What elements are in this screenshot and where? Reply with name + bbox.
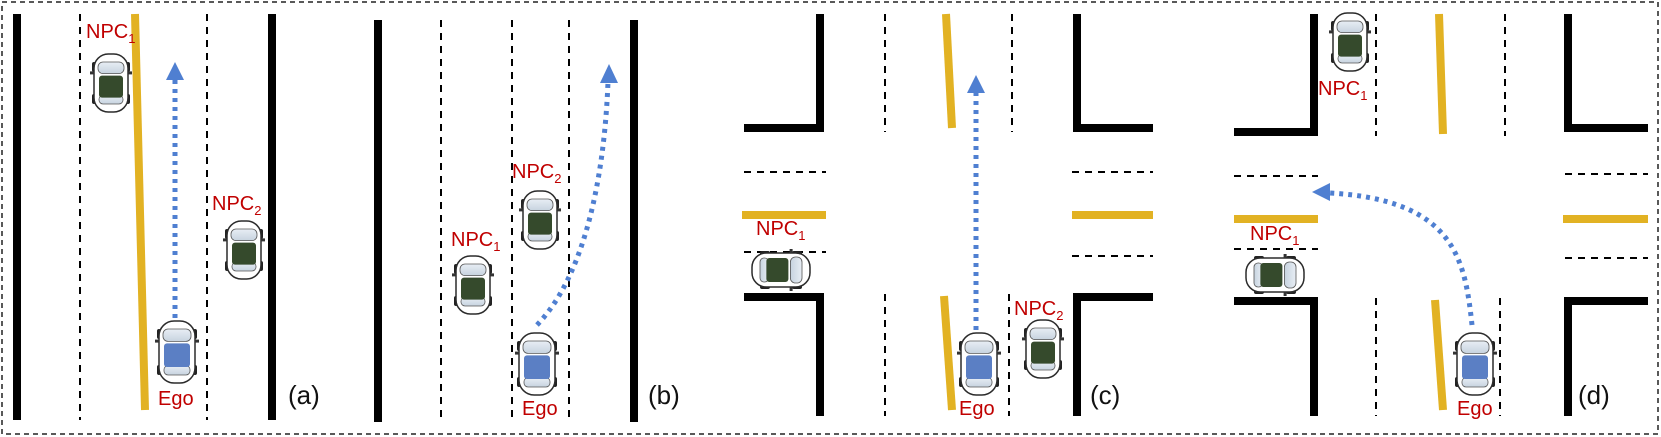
ego-label: Ego	[522, 398, 558, 420]
curb-corner-bottom-left	[744, 293, 824, 416]
npc1-car	[90, 53, 132, 113]
curb-corner-top-right	[1073, 14, 1153, 132]
panel-tag: (d)	[1578, 380, 1610, 410]
npc2-label: NPC2	[212, 193, 261, 218]
npc1-label: NPC1	[1318, 78, 1367, 103]
npc1-label: NPC1	[86, 21, 135, 46]
npc1-label: NPC1	[451, 229, 500, 254]
npc2-car	[223, 220, 265, 280]
ego-path	[1329, 190, 1475, 326]
curb-corner-bottom-right	[1073, 293, 1153, 416]
npc1-car	[751, 249, 811, 291]
ego-path-arrowhead	[1312, 183, 1330, 201]
ego-label: Ego	[158, 388, 194, 410]
curb-corner-top-left	[744, 14, 824, 132]
curb-corner-top-right	[1564, 14, 1648, 132]
center-line	[1431, 299, 1447, 411]
ego-path-arrowhead	[600, 64, 618, 83]
panel-d: NPC1 NPC1 Ego (d)	[1234, 12, 1648, 420]
ego-label: Ego	[1457, 398, 1493, 420]
ego-car	[957, 332, 1001, 396]
panel-c: NPC1 NPC2 Ego (c)	[742, 13, 1153, 420]
center-line	[942, 13, 956, 129]
npc1-car	[1329, 12, 1371, 72]
ego-path-arrowhead	[967, 75, 985, 93]
npc2-label: NPC1	[1250, 223, 1299, 248]
ego-path-arrowhead	[166, 62, 184, 80]
center-line	[940, 295, 956, 411]
npc2-car	[1245, 254, 1305, 296]
curb-corner-top-left	[1234, 14, 1318, 136]
npc2-car	[519, 190, 561, 250]
panel-tag: (b)	[648, 380, 680, 410]
npc2-car	[1022, 319, 1064, 379]
curb-corner-bottom-left	[1234, 297, 1318, 416]
npc2-label: NPC2	[1014, 298, 1063, 323]
panel-tag: (c)	[1090, 380, 1120, 410]
curb-corner-bottom-right	[1564, 297, 1648, 416]
npc2-label: NPC2	[512, 161, 561, 186]
ego-car	[155, 320, 199, 384]
ego-path	[535, 81, 611, 327]
center-line	[1435, 13, 1447, 135]
panel-tag: (a)	[288, 380, 320, 410]
ego-car	[515, 332, 559, 396]
npc1-car	[452, 255, 494, 315]
center-line	[131, 13, 149, 411]
panel-b: NPC1 NPC2 Ego (b)	[374, 20, 680, 422]
npc1-label: NPC1	[756, 218, 805, 243]
panel-a: NPC1 NPC2 Ego (a)	[13, 13, 320, 420]
ego-label: Ego	[959, 398, 995, 420]
ego-car	[1453, 332, 1497, 396]
